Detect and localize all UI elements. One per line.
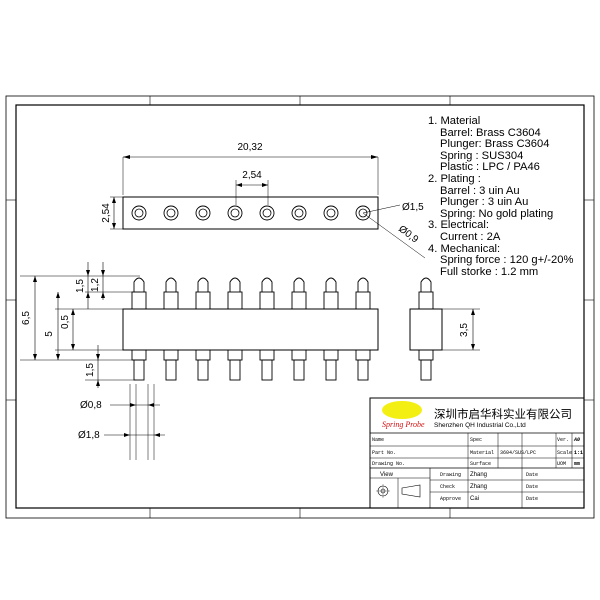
dim-total-width: 20,32	[237, 142, 262, 153]
spec-note: Current : 2A	[440, 230, 501, 243]
spec-note: Full storke : 1.2 mm	[440, 265, 539, 278]
spec-note: Plunger : 3 uin Au	[440, 196, 529, 209]
label-surface: Surface	[470, 461, 491, 467]
label-date-1: Date	[526, 472, 538, 478]
dim-body-5: 5	[44, 331, 55, 337]
check-by: Zhang	[470, 484, 487, 490]
projection-symbol-icon	[376, 484, 421, 498]
spec-note: 1. Material	[428, 115, 481, 127]
pin	[227, 277, 243, 381]
ver-value: A0	[573, 437, 580, 443]
spec-note: 2. Plating :	[428, 172, 481, 185]
material-value: 3604/SUS/LPC	[500, 450, 536, 456]
hole-outer	[291, 205, 307, 221]
company-name-cn: 深圳市启华科实业有限公司	[434, 407, 572, 421]
hole-inner	[358, 208, 368, 218]
dim-tail-dia: Ø0,8	[80, 400, 102, 411]
spec-note: Barrel: Brass C3604	[440, 126, 541, 139]
hole-inner	[134, 208, 144, 218]
logo-highlight	[382, 401, 422, 419]
hole-inner	[326, 208, 336, 218]
pin	[355, 277, 371, 381]
pin	[131, 277, 147, 381]
label-drawing-no: Drawing No.	[372, 461, 405, 467]
pin	[259, 277, 275, 381]
label-material: Material	[470, 450, 494, 456]
side-view: 3,5	[409, 277, 480, 381]
approve-by: Cai	[470, 496, 479, 502]
top-view: 20,32 2,54 2,54 Ø1,5 Ø0,9	[101, 142, 426, 259]
hole-outer	[323, 205, 339, 221]
label-drawing: Drawing	[440, 472, 461, 478]
dim-body-dia: Ø1,8	[78, 430, 100, 441]
dim-plunger-1-5: 1,5	[75, 279, 86, 293]
hole-inner	[294, 208, 304, 218]
dim-side-height: 3,5	[459, 323, 470, 337]
top-holes	[131, 205, 371, 221]
label-check: Check	[440, 484, 455, 490]
spec-note: Spring: No gold plating	[440, 207, 554, 220]
label-spec: Spec	[470, 437, 482, 443]
spec-note: Spring force : 120 g+/-20%	[440, 254, 574, 267]
scale-value: 1:1	[574, 450, 583, 456]
spec-note: Plastic : LPC / PA46	[440, 161, 540, 174]
hole-outer	[355, 205, 371, 221]
hole-inner	[262, 208, 272, 218]
pin	[323, 277, 339, 381]
spec-note: 4. Mechanical:	[428, 242, 501, 255]
hole-outer	[131, 205, 147, 221]
dim-hole-dia: Ø1,5	[402, 202, 424, 213]
label-name: Name	[372, 437, 384, 443]
top-strip-body	[122, 196, 379, 230]
label-part-no: Part No.	[372, 450, 396, 456]
spec-note: 3. Electrical:	[428, 219, 489, 232]
company-name-en: Shenzhen QH Industrial Co.,Ltd	[434, 422, 526, 429]
side-body	[409, 308, 443, 351]
dim-0-5: 0,5	[60, 315, 71, 329]
dim-stroke-1-2: 1,2	[90, 278, 101, 292]
label-date-2: Date	[526, 484, 538, 490]
dim-pin-dia: Ø0,9	[396, 224, 420, 246]
dim-tail-1-5: 1,5	[85, 363, 96, 377]
pin	[163, 277, 179, 381]
label-scale: Scale	[557, 450, 572, 456]
frame-zone-ticks	[6, 96, 594, 518]
hole-inner	[166, 208, 176, 218]
title-block: Spring Probe 深圳市启华科实业有限公司 Shenzhen QH In…	[369, 397, 585, 509]
spec-note: Spring : SUS304	[440, 149, 524, 162]
spec-note: Plunger: Brass C3604	[440, 138, 550, 151]
label-view: View	[380, 472, 394, 478]
hole-outer	[259, 205, 275, 221]
hole-outer	[195, 205, 211, 221]
dim-row-height: 2,54	[101, 203, 112, 223]
spec-note: Barrel : 3 uin Au	[440, 184, 520, 197]
hole-outer	[227, 205, 243, 221]
label-approve: Approve	[440, 496, 461, 502]
front-view: 6,5 5 0,5 1,5 1,2 1,5 Ø0,8 Ø1,8	[20, 262, 379, 460]
hole-inner	[198, 208, 208, 218]
front-body	[122, 308, 379, 351]
logo-text: Spring Probe	[382, 420, 425, 429]
dim-pitch: 2,54	[242, 170, 262, 181]
label-ver: Ver.	[557, 437, 569, 443]
front-pins	[131, 277, 371, 381]
dim-total-height: 6,5	[21, 311, 32, 325]
hole-outer	[163, 205, 179, 221]
label-date-3: Date	[526, 496, 538, 502]
uom-value: mm	[574, 461, 580, 467]
pin	[195, 277, 211, 381]
drawing-by: Zhang	[470, 472, 487, 478]
hole-inner	[230, 208, 240, 218]
pin	[291, 277, 307, 381]
label-uom: UOM	[557, 461, 566, 467]
